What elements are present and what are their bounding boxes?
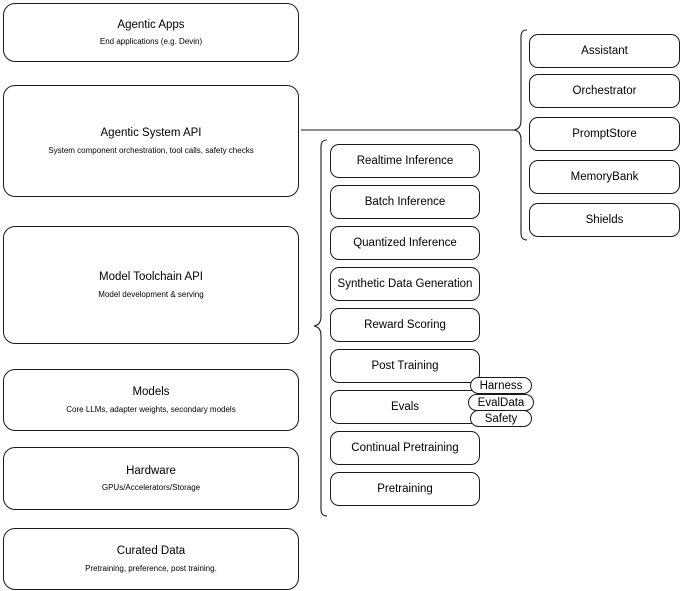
toolchain-item-batch-inference[interactable]: Batch Inference (330, 185, 480, 219)
system-item-shields[interactable]: Shields (529, 203, 680, 237)
toolchain-item-label: Quantized Inference (353, 236, 457, 249)
system-item-label: Assistant (581, 44, 628, 57)
brace-system-items (513, 29, 528, 241)
layer-subtitle: System component orchestration, tool cal… (48, 145, 254, 155)
layer-subtitle: Pretraining, preference, post training. (85, 563, 217, 573)
toolchain-item-label: Reward Scoring (364, 318, 446, 331)
system-item-assistant[interactable]: Assistant (529, 34, 680, 68)
layer-title: Curated Data (116, 545, 186, 558)
toolchain-item-label: Synthetic Data Generation (337, 277, 473, 290)
eval-tag-label: Harness (479, 379, 523, 392)
eval-tag-evaldata[interactable]: EvalData (468, 394, 534, 411)
toolchain-item-pretraining[interactable]: Pretraining (330, 472, 480, 506)
system-item-memorybank[interactable]: MemoryBank (529, 160, 680, 194)
system-item-promptstore[interactable]: PromptStore (529, 117, 680, 151)
layer-card-agentic-apps[interactable]: Agentic Apps End applications (e.g. Devi… (3, 3, 299, 62)
toolchain-item-evals[interactable]: Evals (330, 390, 480, 424)
brace-toolchain-items (313, 139, 328, 517)
toolchain-item-continual-pretraining[interactable]: Continual Pretraining (330, 431, 480, 465)
toolchain-item-label: Batch Inference (364, 195, 446, 208)
layer-title: Agentic System API (100, 127, 202, 140)
layer-title: Models (132, 386, 170, 399)
toolchain-item-quantized-inference[interactable]: Quantized Inference (330, 226, 480, 260)
toolchain-item-label: Post Training (371, 359, 439, 372)
layer-subtitle: End applications (e.g. Devin) (99, 37, 203, 47)
toolchain-item-label: Evals (390, 400, 420, 413)
layer-card-agentic-system-api[interactable]: Agentic System API System component orch… (3, 85, 299, 197)
system-item-orchestrator[interactable]: Orchestrator (529, 74, 680, 108)
toolchain-item-realtime-inference[interactable]: Realtime Inference (330, 144, 480, 178)
toolchain-item-label: Pretraining (377, 482, 433, 495)
eval-tag-label: EvalData (477, 396, 525, 409)
eval-tag-harness[interactable]: Harness (470, 377, 532, 394)
layer-card-models[interactable]: Models Core LLMs, adapter weights, secon… (3, 369, 299, 431)
layer-subtitle: Model development & serving (98, 289, 204, 299)
toolchain-item-reward-scoring[interactable]: Reward Scoring (330, 308, 480, 342)
toolchain-item-synthetic-data-generation[interactable]: Synthetic Data Generation (330, 267, 480, 301)
system-item-label: MemoryBank (570, 170, 639, 183)
system-item-label: Orchestrator (572, 84, 637, 97)
layer-card-hardware[interactable]: Hardware GPUs/Accelerators/Storage (3, 447, 299, 510)
layer-subtitle: Core LLMs, adapter weights, secondary mo… (66, 404, 236, 414)
layer-card-curated-data[interactable]: Curated Data Pretraining, preference, po… (3, 528, 299, 590)
layer-card-model-toolchain-api[interactable]: Model Toolchain API Model development & … (3, 226, 299, 344)
system-item-label: PromptStore (572, 127, 637, 140)
system-item-label: Shields (585, 213, 624, 226)
layer-title: Hardware (126, 464, 176, 477)
layer-title: Model Toolchain API (99, 271, 203, 284)
toolchain-item-label: Realtime Inference (356, 154, 454, 167)
eval-tag-safety[interactable]: Safety (470, 410, 532, 427)
toolchain-item-label: Continual Pretraining (351, 441, 459, 454)
toolchain-item-post-training[interactable]: Post Training (330, 349, 480, 383)
layer-subtitle: GPUs/Accelerators/Storage (101, 483, 201, 493)
eval-tag-label: Safety (484, 412, 518, 425)
layer-title: Agentic Apps (117, 18, 185, 31)
